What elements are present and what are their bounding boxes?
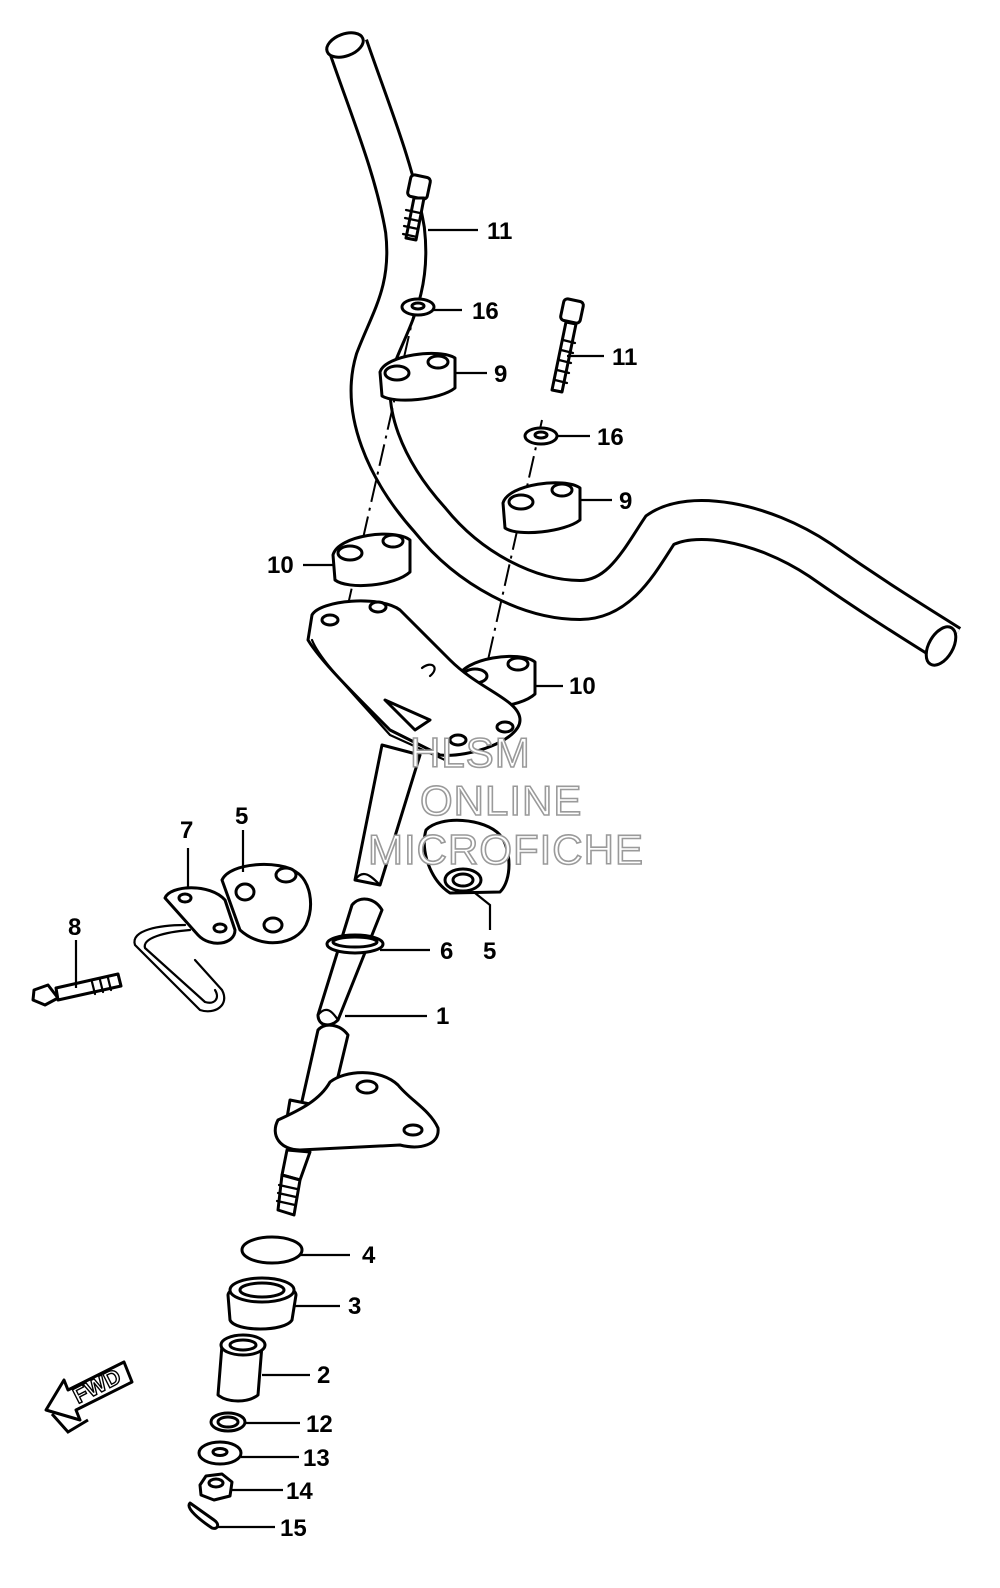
watermark-line3: MICROFICHE xyxy=(368,826,644,873)
callout-4: 4 xyxy=(362,1242,376,1269)
callout-16a: 16 xyxy=(472,298,499,325)
callout-5b: 5 xyxy=(483,938,496,965)
callout-7: 7 xyxy=(180,817,193,844)
callout-9a: 9 xyxy=(494,361,507,388)
washer-16-left xyxy=(400,297,436,317)
bolt-11-left xyxy=(401,173,432,242)
callout-14: 14 xyxy=(286,1478,313,1505)
holder-5-right xyxy=(422,818,511,895)
fwd-label: FWD xyxy=(69,1363,125,1408)
holder-9-left xyxy=(378,351,457,402)
callout-8: 8 xyxy=(68,914,81,941)
callout-15: 15 xyxy=(280,1515,307,1542)
holder-10-left xyxy=(331,532,412,588)
callout-3: 3 xyxy=(348,1293,361,1320)
callout-9b: 9 xyxy=(619,488,632,515)
callout-2: 2 xyxy=(317,1362,330,1389)
callout-16b: 16 xyxy=(597,424,624,451)
watermark: HLSM ONLINE MICROFICHE xyxy=(367,728,644,874)
washer-12 xyxy=(209,1411,247,1433)
callout-5a: 5 xyxy=(235,803,248,830)
callout-10a: 10 xyxy=(267,552,294,579)
nut-14 xyxy=(198,1472,234,1502)
leader-lines xyxy=(74,228,612,1529)
washer-16-right xyxy=(523,426,559,446)
bush-2 xyxy=(216,1333,267,1403)
watermark-line2: ONLINE xyxy=(420,777,582,824)
holder-5-left xyxy=(220,862,312,945)
bearing-3 xyxy=(226,1276,298,1331)
watermark-line1: HLSM xyxy=(410,729,531,776)
oring-4 xyxy=(240,1235,304,1265)
washer-13 xyxy=(197,1440,243,1466)
fwd-arrow-icon: FWD xyxy=(44,1360,134,1434)
upper-bracket xyxy=(306,599,522,762)
callout-13: 13 xyxy=(303,1445,330,1472)
callout-12: 12 xyxy=(306,1411,333,1438)
callout-labels: 11 16 9 11 16 9 10 10 5 7 8 5 6 1 4 3 2 … xyxy=(68,218,637,1542)
callout-11a: 11 xyxy=(487,218,512,245)
lower-plate xyxy=(273,1071,440,1217)
plate-7 xyxy=(133,886,237,1013)
callout-11b: 11 xyxy=(612,344,637,371)
handlebar xyxy=(325,31,962,667)
callout-10b: 10 xyxy=(569,673,596,700)
holder-9-right xyxy=(501,481,582,535)
bolt-8 xyxy=(31,972,123,1007)
cotter-pin-15 xyxy=(187,1501,220,1530)
callout-1: 1 xyxy=(436,1003,449,1030)
bolt-11-right xyxy=(550,297,585,394)
callout-6: 6 xyxy=(440,938,453,965)
